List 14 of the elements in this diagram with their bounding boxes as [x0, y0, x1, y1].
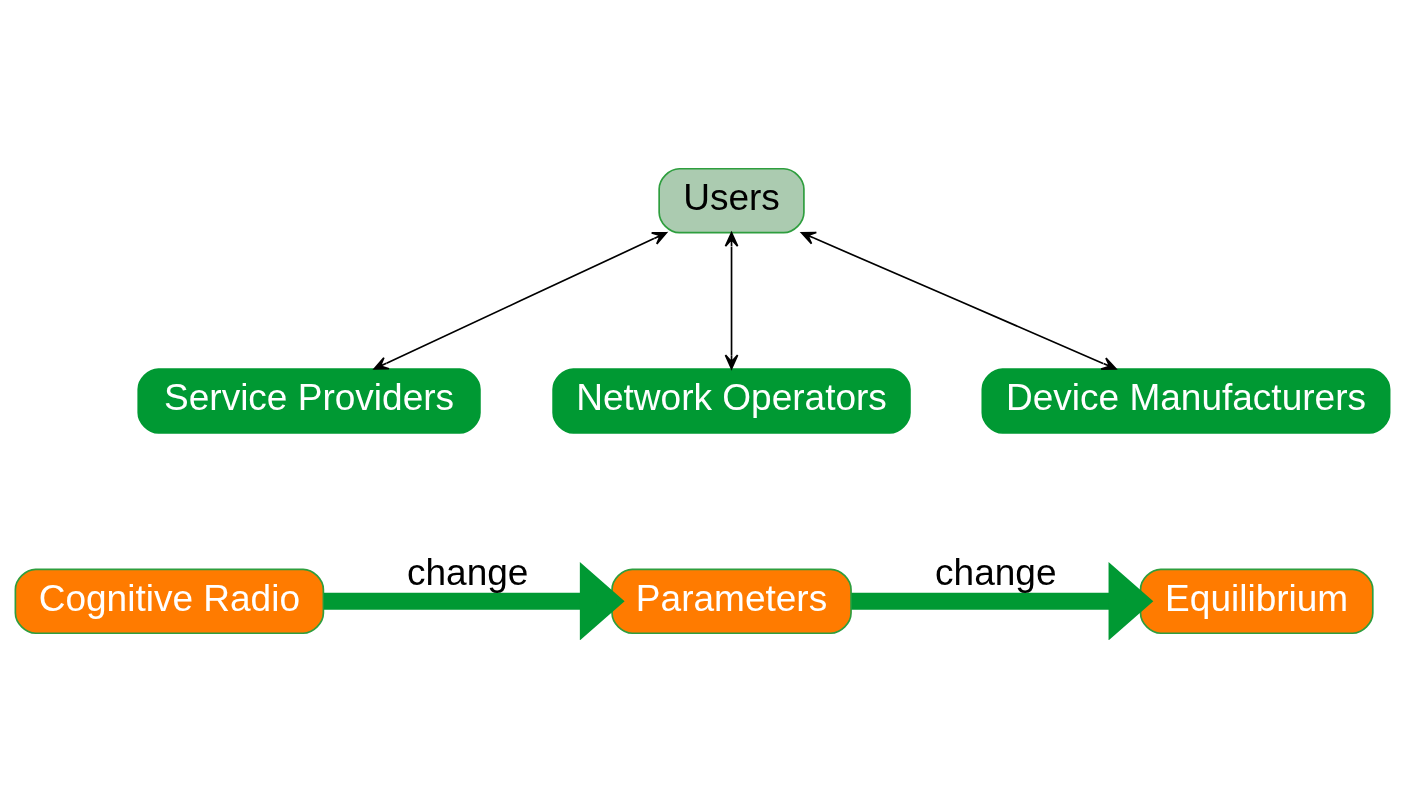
- node-box: Network Operators: [552, 368, 911, 434]
- edge-label: change: [406, 551, 529, 594]
- node-box: Cognitive Radio: [14, 568, 325, 635]
- arrow: [323, 562, 625, 640]
- arrow: [851, 562, 1154, 640]
- node-box: Parameters: [611, 568, 852, 635]
- node-box: Device Manufacturers: [981, 368, 1391, 434]
- arrow: [800, 231, 1117, 370]
- edge-label: change: [935, 551, 1057, 594]
- arrow: [373, 231, 668, 370]
- arrow: [724, 231, 739, 370]
- node-box: Users: [658, 167, 805, 234]
- node-box: Service Providers: [137, 368, 481, 434]
- node-box: Equilibrium: [1139, 568, 1374, 635]
